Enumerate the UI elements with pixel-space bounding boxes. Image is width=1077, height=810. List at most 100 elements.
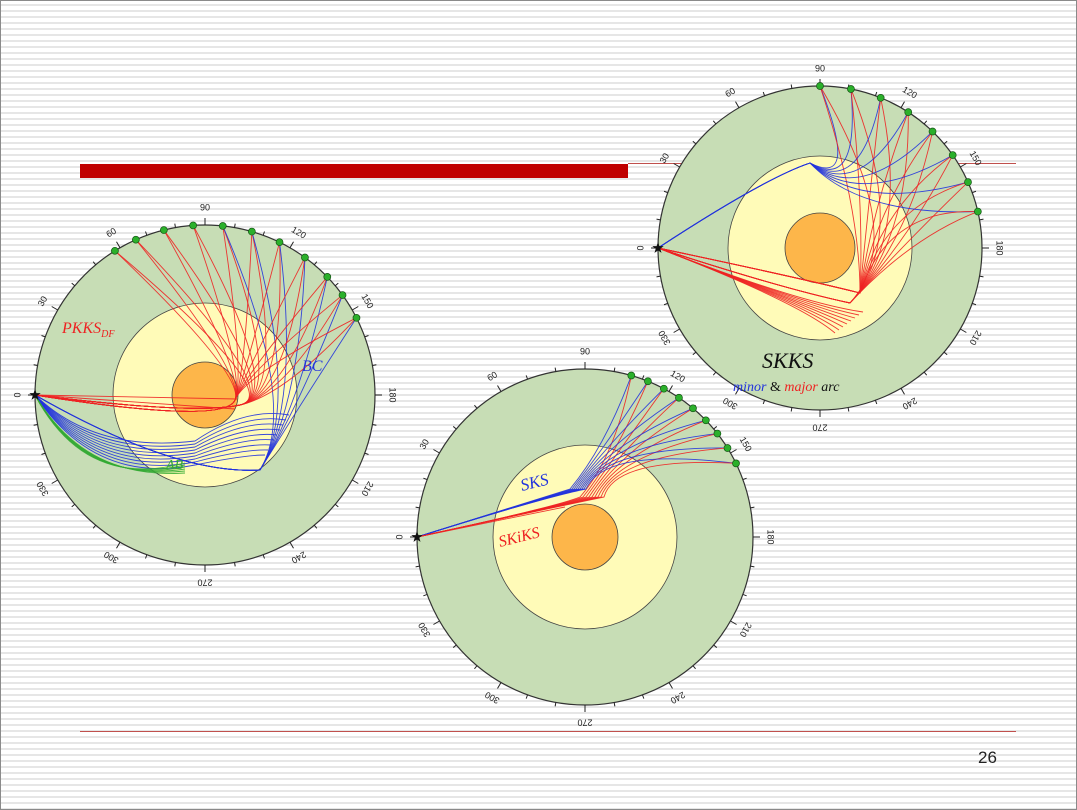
ray-red xyxy=(657,247,864,313)
tick-label: 330 xyxy=(34,480,50,498)
tick-mark xyxy=(673,328,680,333)
tick-mark xyxy=(790,407,793,412)
tick-mark xyxy=(762,400,766,405)
tick-mark xyxy=(474,665,478,670)
tick-mark xyxy=(433,449,440,454)
tick-mark xyxy=(735,388,740,395)
tick-mark xyxy=(742,593,747,597)
station-marker xyxy=(701,416,710,425)
tick-mark xyxy=(923,120,928,125)
tick-mark xyxy=(712,371,717,376)
station-marker xyxy=(964,178,972,186)
station-marker xyxy=(301,253,309,262)
tick-mark xyxy=(656,275,661,278)
tick-mark xyxy=(145,554,148,559)
source-star xyxy=(29,389,41,400)
bottom-rule xyxy=(80,731,1016,732)
tick-mark xyxy=(979,275,984,278)
tick-label: 210 xyxy=(738,621,754,639)
station-marker xyxy=(732,459,740,468)
ray-blue xyxy=(34,394,290,444)
ray-blue xyxy=(34,394,275,460)
tick-label: 150 xyxy=(359,292,375,310)
station-marker xyxy=(189,221,197,230)
ray-blue xyxy=(34,394,269,466)
station-marker xyxy=(723,444,732,452)
tick-mark xyxy=(923,371,928,376)
tick-mark xyxy=(423,477,428,481)
tick-mark xyxy=(372,364,377,366)
tick-label: 60 xyxy=(723,86,737,100)
tick-label: 0 xyxy=(394,534,404,539)
tick-mark xyxy=(972,302,977,306)
tick-mark xyxy=(174,223,176,228)
tick-mark xyxy=(750,506,755,509)
station-marker xyxy=(275,238,284,247)
source-star xyxy=(652,242,664,253)
station-marker xyxy=(948,151,957,159)
tick-label: 270 xyxy=(197,578,212,588)
source-star xyxy=(411,531,423,542)
tick-mark xyxy=(874,91,878,96)
tick-mark xyxy=(33,364,38,366)
tick-mark xyxy=(351,479,359,484)
tick-mark xyxy=(372,424,377,426)
tick-label: 300 xyxy=(102,549,120,565)
ray-blue xyxy=(34,394,281,454)
tick-mark xyxy=(497,682,502,689)
station-marker xyxy=(218,222,227,230)
tick-mark xyxy=(750,565,755,568)
tick-mark xyxy=(943,140,948,145)
ray-red xyxy=(34,317,357,409)
tick-label: 90 xyxy=(815,63,825,73)
tick-mark xyxy=(960,163,967,168)
tick-label: 330 xyxy=(416,621,432,639)
station-marker xyxy=(928,127,937,136)
tick-mark xyxy=(415,565,420,568)
tick-mark xyxy=(663,302,668,306)
tick-mark xyxy=(525,375,529,380)
tick-mark xyxy=(730,449,737,454)
tick-label: 90 xyxy=(580,346,590,356)
tick-mark xyxy=(334,282,339,287)
tick-mark xyxy=(334,503,339,508)
tick-mark xyxy=(41,335,46,338)
tick-label: 300 xyxy=(721,395,739,411)
tick-mark xyxy=(116,541,121,549)
tick-mark xyxy=(712,120,717,125)
tick-mark xyxy=(762,91,766,96)
ray-red xyxy=(34,317,357,412)
label-skks-caption: minor & major arc xyxy=(733,380,840,395)
tick-mark xyxy=(145,231,148,236)
tick-mark xyxy=(972,190,977,194)
station-marker xyxy=(338,291,347,299)
tick-mark xyxy=(713,644,718,648)
tick-label: 330 xyxy=(656,329,672,347)
tick-mark xyxy=(525,694,529,699)
station-marker xyxy=(323,273,332,281)
tick-mark xyxy=(943,351,948,356)
tick-mark xyxy=(116,241,121,249)
tick-mark xyxy=(713,426,718,430)
title-accent-bar xyxy=(80,164,628,178)
tick-mark xyxy=(452,644,457,648)
tick-label: 120 xyxy=(669,368,687,384)
inner-core xyxy=(551,503,619,571)
tick-label: 270 xyxy=(812,423,827,433)
station-marker xyxy=(111,246,119,255)
tick-label: 210 xyxy=(967,329,983,347)
label-pkks: PKKSDF xyxy=(61,320,115,340)
tick-mark xyxy=(289,541,294,549)
station-marker xyxy=(876,93,885,102)
tick-mark xyxy=(423,593,428,597)
tick-label: 0 xyxy=(635,245,645,250)
ray-red xyxy=(34,394,238,400)
station-marker xyxy=(713,429,722,438)
tick-mark xyxy=(613,702,616,707)
tick-mark xyxy=(415,506,420,509)
tick-label: 180 xyxy=(995,240,1005,255)
station-marker xyxy=(847,85,855,93)
